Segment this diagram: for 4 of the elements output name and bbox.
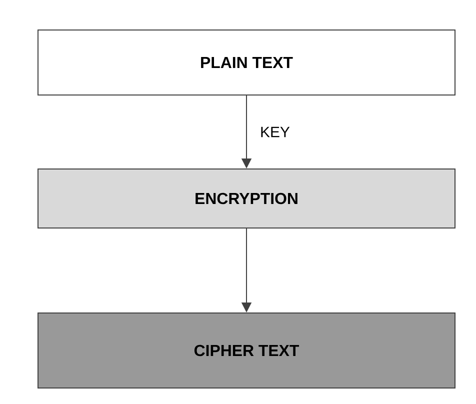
process-box: ENCRYPTION	[38, 168, 456, 228]
process-box: CIPHER TEXT	[38, 312, 456, 388]
edge-label: KEY	[261, 126, 290, 138]
process-box: PLAIN TEXT	[38, 30, 456, 96]
